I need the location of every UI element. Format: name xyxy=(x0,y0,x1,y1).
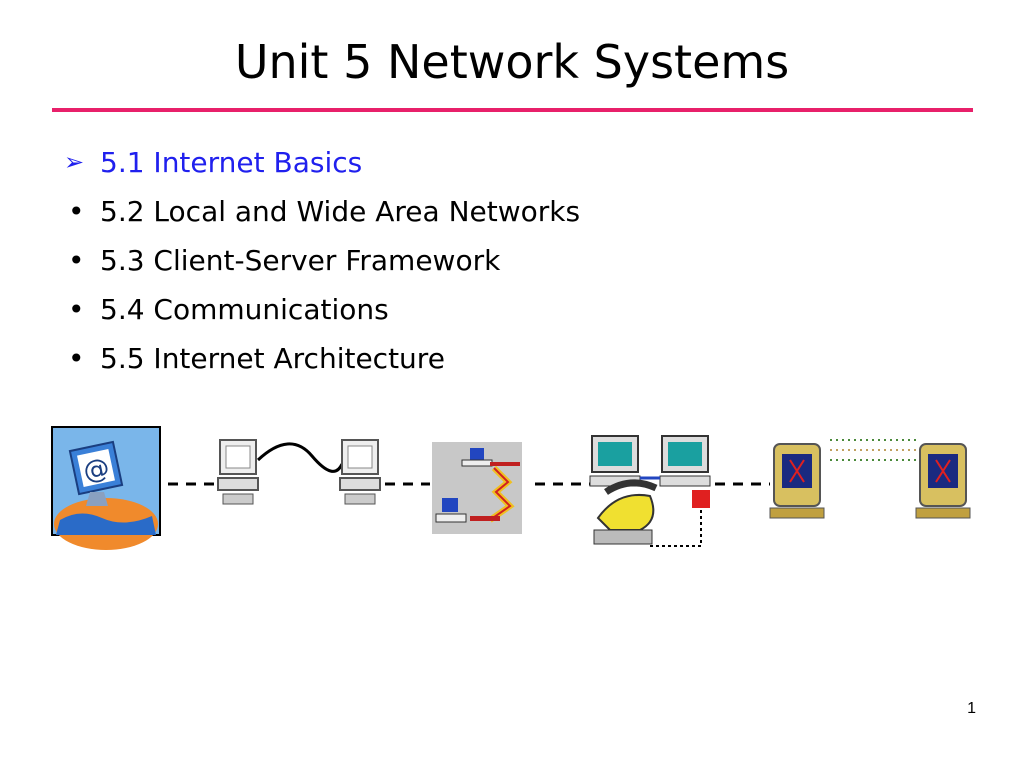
topic-label: 5.3 Client-Server Framework xyxy=(100,244,501,277)
topic-list: ➢ 5.1 Internet Basics • 5.2 Local and Wi… xyxy=(60,138,580,383)
bullet-icon: • xyxy=(68,342,85,375)
topic-label: 5.4 Communications xyxy=(100,293,389,326)
remote-terminals-icon xyxy=(769,439,971,519)
topic-label: 5.1 Internet Basics xyxy=(100,146,363,179)
internet-at-globe-icon: @ xyxy=(51,426,161,550)
network-lightning-icon xyxy=(432,442,522,534)
bullet-icon: • xyxy=(68,195,85,228)
bullet-icon: • xyxy=(68,244,85,277)
terminal-left-icon xyxy=(769,443,825,519)
topic-label: 5.5 Internet Architecture xyxy=(100,342,445,375)
topic-item-internet-architecture: • 5.5 Internet Architecture xyxy=(60,334,580,383)
topic-label: 5.2 Local and Wide Area Networks xyxy=(100,195,581,228)
linked-computers-icon xyxy=(217,439,381,505)
network-illustration-strip: @ xyxy=(51,426,971,550)
title-divider xyxy=(52,108,973,112)
topic-item-communications: • 5.4 Communications xyxy=(60,285,580,334)
page-number: 1 xyxy=(967,700,976,717)
topic-item-lan-wan: • 5.2 Local and Wide Area Networks xyxy=(60,187,580,236)
terminal-right-icon xyxy=(915,443,971,519)
slide-title: Unit 5 Network Systems xyxy=(234,35,790,89)
svg-text:@: @ xyxy=(81,453,113,488)
computers-with-phone-icon xyxy=(589,435,711,547)
topic-item-internet-basics[interactable]: ➢ 5.1 Internet Basics xyxy=(60,138,580,187)
topic-item-client-server: • 5.3 Client-Server Framework xyxy=(60,236,580,285)
arrow-bullet-icon: ➢ xyxy=(64,148,85,176)
bullet-icon: • xyxy=(68,293,85,326)
computer-right-icon xyxy=(339,439,381,505)
computer-left-icon xyxy=(217,439,259,505)
